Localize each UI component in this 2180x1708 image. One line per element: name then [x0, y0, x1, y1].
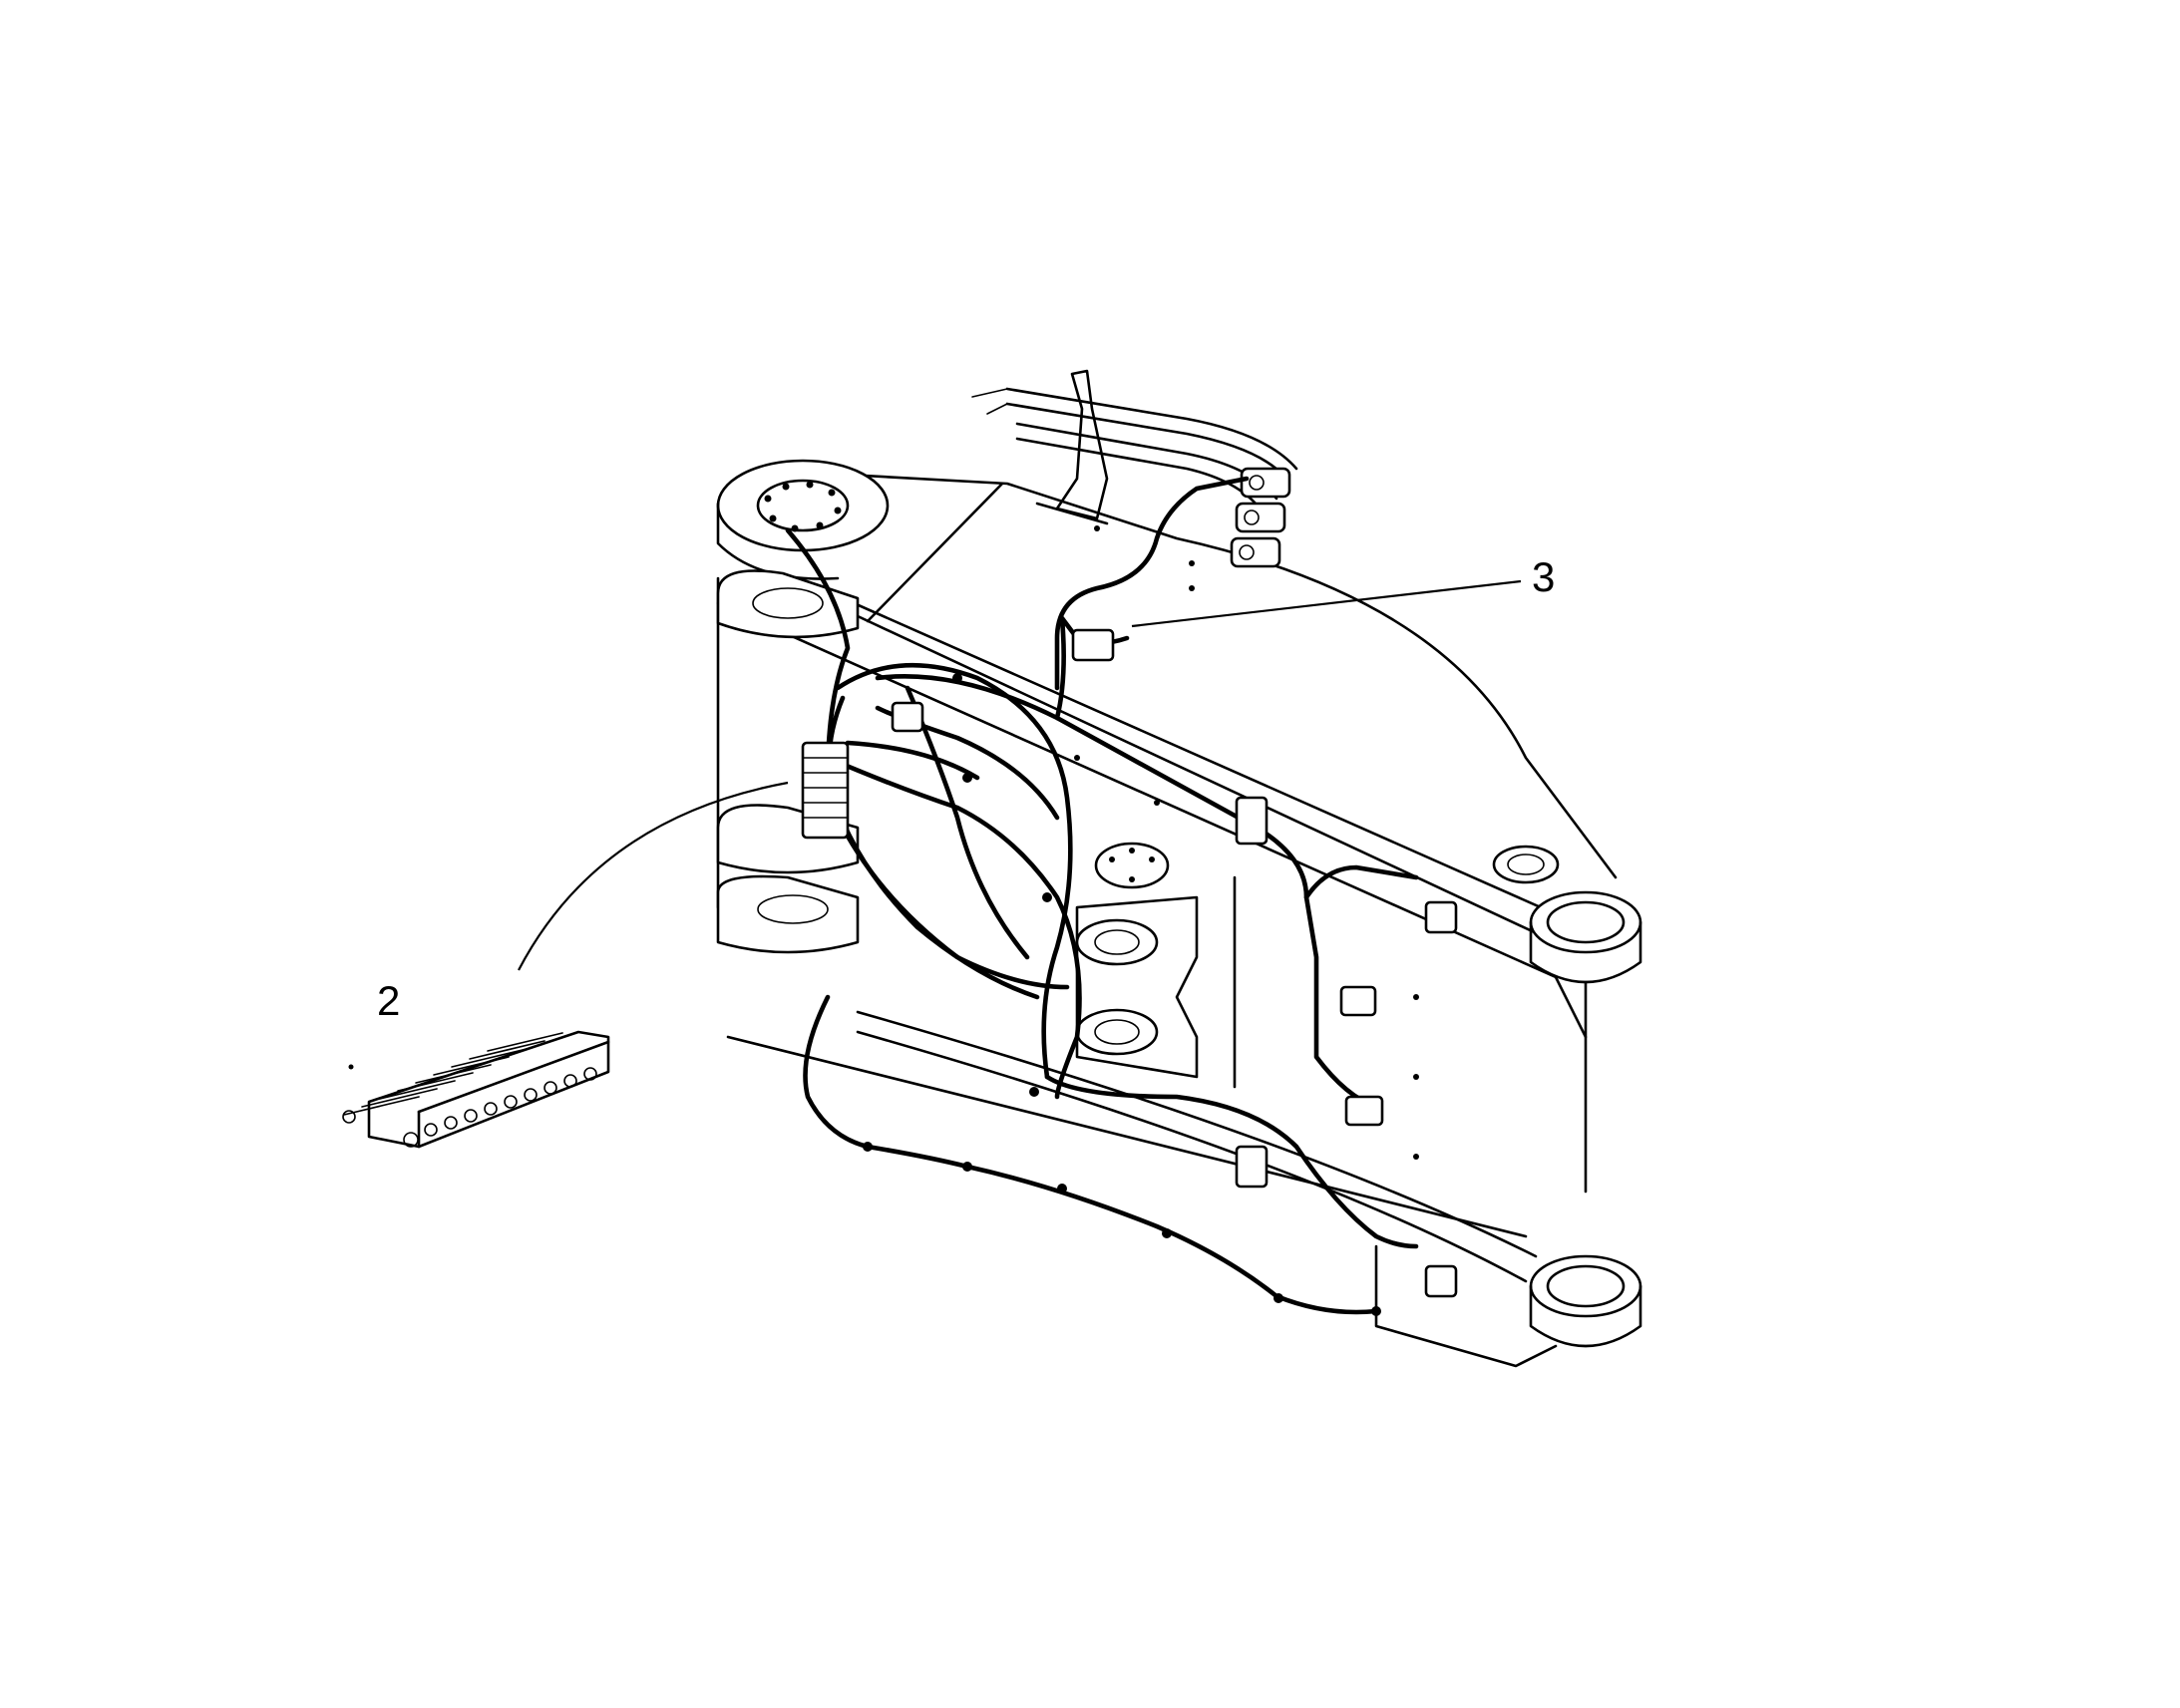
boom-lower-rail — [856, 1010, 1538, 1258]
distribution-block-mounted-ports — [802, 757, 849, 819]
front-grease-fitting — [1507, 854, 1545, 875]
middle-rear-bore — [752, 587, 824, 619]
hydraulic-tube-4 — [1015, 437, 1269, 520]
pin-cap-bolts — [764, 481, 842, 532]
callout-2-label: 2 — [377, 977, 400, 1024]
boom-side-edge-bottom — [726, 1035, 1528, 1238]
connector-front-upper — [1424, 900, 1458, 934]
harness-clips — [863, 673, 1381, 1316]
valve-block-2 — [1235, 502, 1286, 533]
hydraulic-tube-2 — [1005, 402, 1288, 481]
harness-lower-front-run — [1044, 1074, 1419, 1249]
mount-bracket — [1055, 369, 1109, 520]
tube-end-1 — [971, 388, 1008, 398]
connector-lower-rail — [1235, 1145, 1269, 1189]
distribution-block-mounted — [801, 741, 850, 840]
connector-side-upper — [1339, 985, 1377, 1017]
tube-end-2 — [986, 403, 1008, 415]
cylinder-mount-upper-bore — [1094, 929, 1140, 955]
valve-block-1 — [1240, 467, 1291, 499]
front-grease-plate — [1492, 845, 1560, 884]
valve-port-1 — [1249, 475, 1265, 491]
connector-rear — [891, 701, 924, 733]
front-upper-pin — [1546, 900, 1626, 944]
front-lower-pin — [1546, 1264, 1626, 1308]
connector-side-lower — [1344, 1095, 1384, 1127]
top-bolted-cap — [1094, 842, 1170, 889]
connector-3 — [1071, 628, 1115, 662]
lowest-rear-lug — [716, 874, 860, 954]
boom-top-plate-edge — [771, 469, 1618, 879]
callouts: 2 3 — [377, 553, 1555, 1024]
upper-rear-pin-cap — [756, 479, 850, 532]
connector-front-lower — [1424, 1264, 1458, 1298]
connector-top-rail — [1235, 796, 1269, 846]
cylinder-mount-lower-bore — [1094, 1019, 1140, 1045]
callout-2-leader — [518, 781, 789, 971]
top-bolted-cap-bolts — [1109, 848, 1155, 882]
distribution-block-body — [367, 1030, 610, 1149]
harness-valve-lead — [1054, 476, 1250, 691]
harness-inner-loop — [826, 695, 1070, 990]
callout-3-leader — [1131, 579, 1522, 628]
distribution-block-top-edge — [417, 1040, 610, 1114]
boom-top-rail — [841, 596, 1588, 929]
valve-port-2 — [1244, 510, 1260, 525]
cylinder-mount-lower — [1075, 1008, 1159, 1056]
item-2-distribution-block — [342, 1030, 610, 1149]
middle-rear-lug — [716, 569, 860, 639]
harness-branch-a — [905, 685, 1030, 960]
harness-branch-c — [845, 740, 980, 781]
lowest-rear-bore — [757, 894, 829, 924]
mount-bracket-foot — [1035, 502, 1109, 525]
boom-top-rail-inner — [856, 614, 1558, 944]
front-lower-boss-side — [1529, 1284, 1642, 1348]
boom-top-plate-diagonal — [866, 482, 1004, 623]
cylinder-mount-upper — [1075, 918, 1159, 966]
harness-top-rail-run — [875, 674, 1379, 1110]
front-lower-bracket — [1374, 1244, 1558, 1368]
valve-port-3 — [1239, 544, 1255, 560]
top-valve-assembly — [971, 369, 1298, 568]
distribution-block-pins — [343, 1032, 563, 1116]
front-upper-boss-side — [1529, 920, 1642, 984]
hydraulic-tube-1 — [1005, 387, 1298, 471]
harness-front-connector-lead — [1303, 864, 1419, 900]
distribution-block-terminals — [342, 1067, 597, 1148]
distribution-block-stray-mark — [348, 1064, 354, 1070]
harness-main-loop-right — [835, 662, 1073, 1080]
surface-fasteners — [1074, 525, 1419, 1160]
callout-3-label: 3 — [1532, 553, 1555, 600]
harness-middle-run — [825, 755, 1082, 1100]
valve-block-3 — [1230, 536, 1281, 568]
cylinder-mount-plate — [1075, 895, 1199, 1079]
boom-structure — [716, 459, 1642, 1368]
wiring-harness — [785, 476, 1458, 1316]
